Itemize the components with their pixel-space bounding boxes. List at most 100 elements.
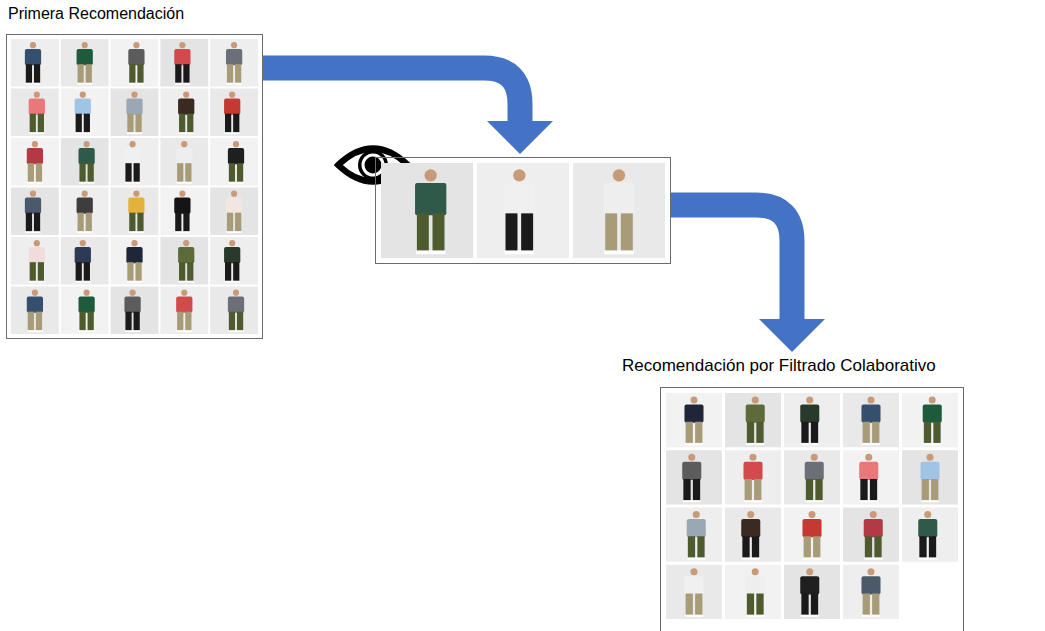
model-head	[749, 454, 756, 461]
model-leg	[38, 114, 44, 133]
photo-ground	[160, 237, 208, 285]
photo-ground	[61, 287, 109, 335]
model-leg	[433, 213, 445, 251]
product-photo	[210, 89, 258, 137]
model-head	[229, 240, 235, 246]
model-head	[183, 92, 189, 98]
model-top	[800, 576, 819, 594]
photo-ground	[784, 565, 840, 619]
model-head	[231, 191, 237, 197]
model-head	[690, 397, 697, 404]
model-shoes	[685, 615, 703, 617]
product-photo	[61, 188, 109, 236]
model-leg	[813, 537, 820, 559]
product-photo	[111, 89, 159, 137]
model-head	[30, 42, 36, 48]
product-photo	[477, 163, 569, 258]
model-leg	[137, 213, 143, 232]
photo-ground	[160, 188, 208, 236]
model-top	[178, 98, 194, 114]
model-shoes	[604, 250, 633, 254]
model-top	[128, 49, 144, 65]
model-shoes	[746, 615, 764, 617]
model-top	[687, 519, 706, 537]
model-top	[77, 197, 93, 213]
model-leg	[78, 213, 84, 232]
product-photo	[843, 451, 899, 505]
model-head	[613, 169, 625, 181]
photo-grid	[376, 158, 672, 265]
product-photo	[111, 287, 159, 335]
model-shoes	[29, 281, 44, 283]
model-shoes	[228, 330, 243, 332]
product-photo	[843, 393, 899, 447]
model-leg	[695, 422, 702, 444]
model-leg	[688, 537, 695, 559]
model-shoes	[127, 281, 142, 283]
model-top	[75, 247, 91, 263]
model-leg	[686, 594, 693, 616]
product-photo	[11, 287, 59, 335]
recommendation-panel: Recomendación por Filtrado Colaborativo	[660, 355, 964, 631]
photo-ground	[160, 89, 208, 137]
photo-ground	[61, 89, 109, 137]
model-shoes	[177, 330, 192, 332]
model-leg	[125, 312, 131, 331]
model-head	[865, 454, 872, 461]
model-head	[80, 92, 86, 98]
photo-ground	[160, 138, 208, 186]
model-top	[124, 148, 140, 164]
model-leg	[227, 213, 233, 232]
photo-ground	[111, 39, 159, 87]
photo-ground	[843, 393, 899, 447]
model-head	[233, 290, 239, 296]
model-leg	[28, 163, 34, 182]
product-photo	[160, 237, 208, 285]
model-head	[34, 240, 40, 246]
model-top	[126, 247, 142, 263]
panel-frame	[375, 157, 671, 264]
model-leg	[225, 262, 231, 281]
product-photo	[61, 138, 109, 186]
model-top	[920, 462, 939, 480]
model-leg	[134, 312, 140, 331]
product-photo	[210, 138, 258, 186]
model-head	[229, 92, 235, 98]
photo-ground	[381, 163, 473, 258]
product-photo	[210, 39, 258, 87]
model-leg	[38, 262, 44, 281]
arrow-band	[263, 68, 520, 121]
model-leg	[933, 422, 940, 444]
product-photo	[61, 237, 109, 285]
recommendation-panel: Primera Recomendación	[6, 4, 263, 339]
model-leg	[127, 262, 133, 281]
model-top	[174, 197, 190, 213]
product-photo	[784, 451, 840, 505]
product-photo	[210, 237, 258, 285]
photo-ground	[61, 39, 109, 87]
panel-heading: Recomendación por Filtrado Colaborativo	[622, 355, 936, 376]
model-leg	[26, 64, 32, 83]
photo-ground	[477, 163, 569, 258]
model-leg	[686, 422, 693, 444]
model-leg	[127, 114, 133, 133]
model-leg	[747, 594, 754, 616]
photo-ground	[61, 138, 109, 186]
model-head	[747, 511, 754, 518]
model-leg	[183, 64, 189, 83]
product-photo	[381, 163, 473, 258]
product-photo	[160, 89, 208, 137]
model-shoes	[742, 558, 760, 560]
model-top	[78, 148, 94, 164]
model-leg	[129, 213, 135, 232]
photo-ground	[902, 451, 958, 505]
model-leg	[811, 594, 818, 616]
model-leg	[801, 594, 808, 616]
photo-ground	[843, 508, 899, 562]
model-leg	[919, 537, 926, 559]
photo-ground	[210, 89, 258, 137]
model-shoes	[744, 500, 762, 502]
product-photo	[111, 188, 159, 236]
product-photo	[210, 287, 258, 335]
model-shoes	[226, 231, 241, 233]
